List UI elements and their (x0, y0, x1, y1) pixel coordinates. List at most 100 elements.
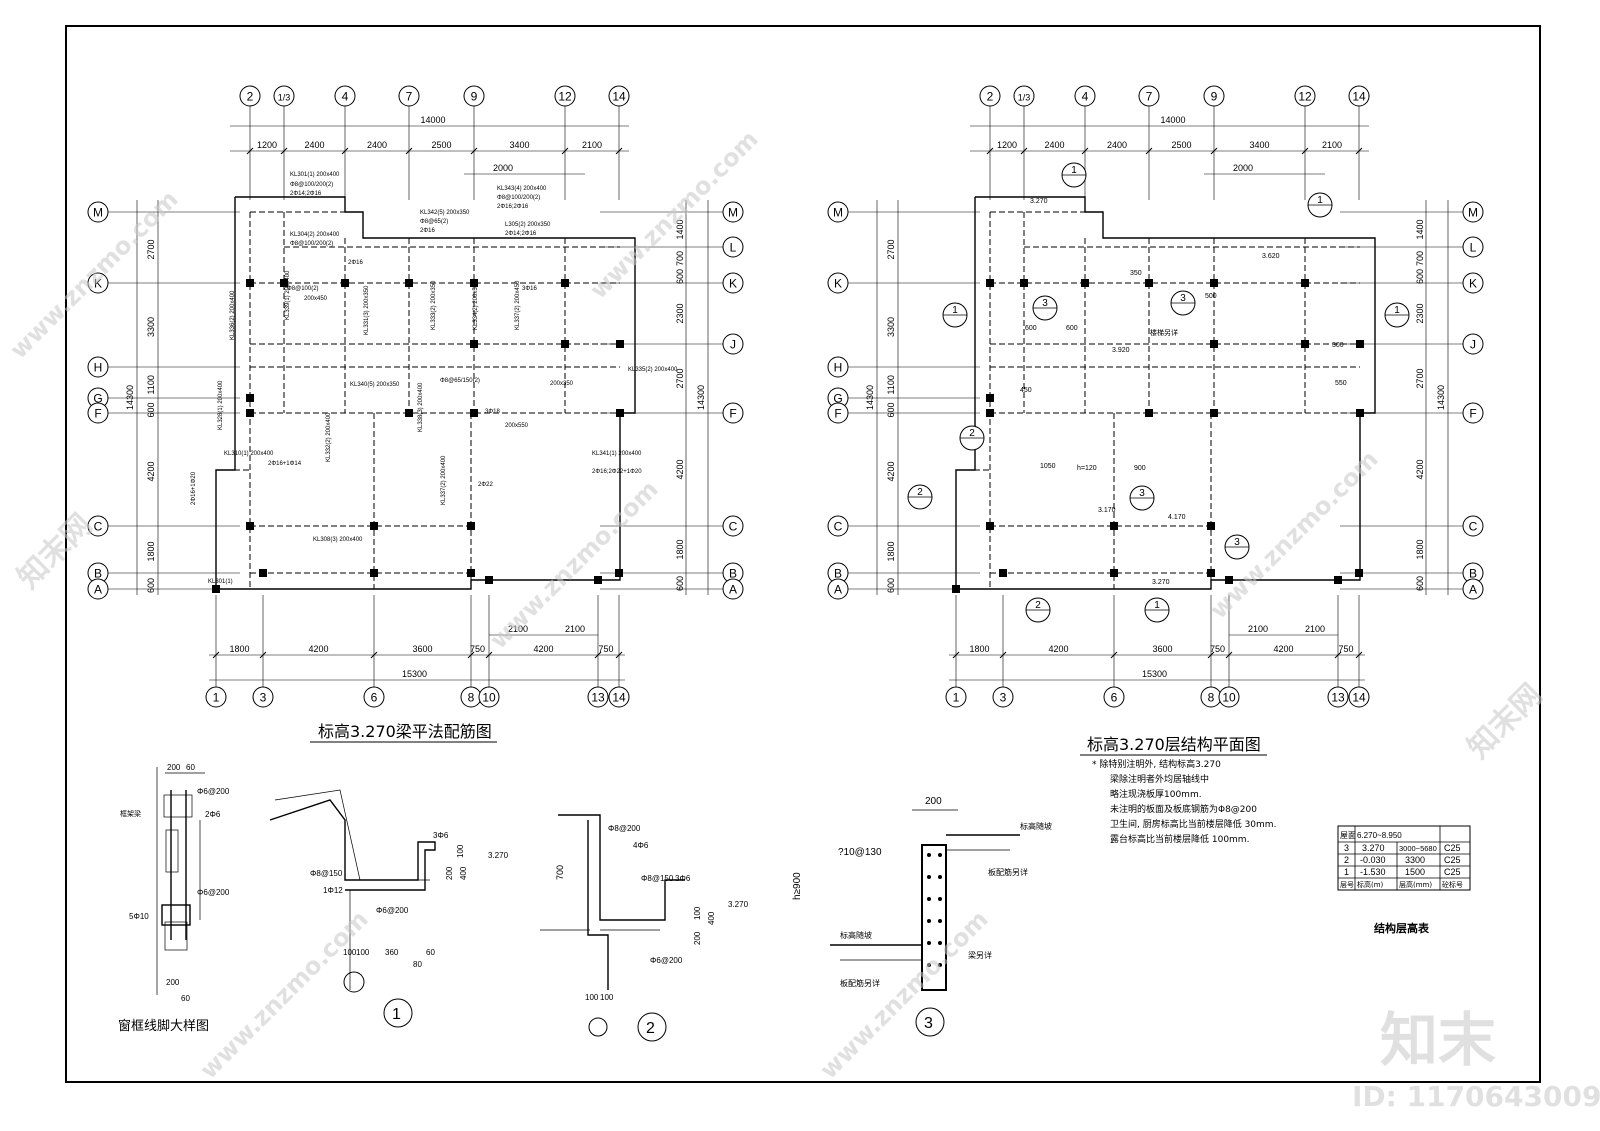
dim-value: 2300 (675, 303, 685, 323)
table-cell: 砼标号 (1442, 880, 1463, 889)
column (594, 576, 602, 584)
note-5: 卫生间, 厨房标高比当前楼层降低 30mm. (1110, 818, 1276, 830)
dim-value: 3300 (886, 317, 896, 337)
dim-value: 4200 (886, 461, 896, 481)
column (405, 279, 413, 287)
detail-label: 标高随坡 (1020, 821, 1052, 831)
column (1110, 569, 1118, 577)
axis-label: 4 (1082, 90, 1089, 104)
dim-value: 2300 (1415, 303, 1425, 323)
dim-tick (1110, 651, 1118, 659)
axis-label: 9 (471, 90, 478, 104)
dim-value: 600 (1415, 576, 1425, 591)
table-cell: -0.030 (1360, 855, 1386, 865)
dim-value: 700 (675, 251, 685, 266)
beam-annotation: 2Φ16 (420, 228, 435, 234)
level-table-title: 结构层高表 (1373, 921, 1430, 935)
dim-value: 600 (146, 578, 156, 593)
column (952, 585, 960, 593)
beam-annotation: KL331(3) 200x350 (364, 285, 370, 335)
column (485, 576, 493, 584)
detail-label: 5Φ10 (129, 912, 149, 921)
dim-tick (405, 147, 413, 155)
axis-label: A (1469, 583, 1477, 597)
detail-label: 200 (693, 931, 702, 945)
column (467, 569, 475, 577)
detail-label: 360 (385, 948, 399, 957)
plan-annotation: 900 (1134, 465, 1146, 472)
column (1210, 409, 1218, 417)
dim-value: 4200 (675, 459, 685, 479)
dim-value: 1800 (886, 541, 896, 561)
detail-label: Φ6@200 (197, 888, 230, 897)
section-mark-number: 1 (1317, 195, 1323, 206)
detail-label: 100 (356, 948, 370, 957)
dim-tick (1334, 651, 1342, 659)
dim-tick (370, 651, 378, 659)
column (1225, 576, 1233, 584)
detail-label: 400 (459, 866, 468, 880)
section-mark-number: 3 (1042, 298, 1048, 309)
rebar-dot (927, 875, 931, 879)
detail-label: 3.270 (488, 851, 509, 860)
column (561, 340, 569, 348)
dim-tick (246, 147, 254, 155)
column (986, 394, 994, 402)
plan-annotation: 450 (1020, 387, 1032, 394)
plan-annotation: 300 (1332, 342, 1344, 349)
beam-annotation: KL301(1) 200x400 (290, 172, 340, 178)
detail-label: Φ8@150 (641, 874, 674, 883)
detail-label: ?10@130 (838, 847, 882, 858)
section-mark-number: 2 (969, 428, 975, 439)
rebar-dot (938, 875, 942, 879)
dim-tick (594, 651, 602, 659)
dim-value: 600 (886, 578, 896, 593)
axis-label: K (94, 277, 102, 291)
dim-tick (615, 651, 623, 659)
section-mark-number: 2 (917, 487, 923, 498)
window-detail-title: 窗框线脚大样图 (118, 1018, 209, 1034)
detail-3-mark: 3 (924, 1015, 933, 1032)
column (259, 569, 267, 577)
column (1210, 279, 1218, 287)
detail-label: Φ6@200 (197, 787, 230, 796)
dim-tick (1081, 147, 1089, 155)
table-roof: 屋面 (1340, 831, 1356, 840)
axis-label: B (729, 567, 737, 581)
dim-value: 2100 (508, 624, 528, 634)
dim-tick (467, 651, 475, 659)
detail-label: 700 (555, 865, 565, 880)
axis-label: 1/3 (1018, 93, 1031, 103)
plan-annotation: h=120 (1077, 465, 1097, 472)
plan-annotation: 楼梯另详 (1150, 328, 1178, 337)
axis-label: 6 (1111, 691, 1118, 705)
axis-label: M (93, 206, 103, 220)
dim-value: 600 (886, 402, 896, 417)
dim-value: 2700 (146, 239, 156, 259)
watermark-logo: 知末 (1380, 1006, 1496, 1074)
beam-annotation: KL335(2) 200x400 (628, 367, 678, 373)
dim-value: 1200 (997, 140, 1017, 150)
axis-label: G (93, 392, 102, 406)
dim-tick (1020, 147, 1028, 155)
beam-annotation: Φ8@65(2) (420, 219, 448, 225)
beam-annotation: 2Φ14;2Φ16 (505, 231, 537, 237)
detail-label: h≥900 (792, 872, 803, 900)
dim-value: 2100 (1248, 624, 1268, 634)
column (1145, 409, 1153, 417)
detail-label: 板配筋另详 (840, 978, 880, 988)
detail-label: 60 (426, 948, 435, 957)
dim-value: 3400 (1250, 140, 1270, 150)
dim-value: 4200 (309, 644, 329, 654)
column (1207, 569, 1215, 577)
dim-value: 600 (675, 576, 685, 591)
plan-annotation: 600 (1025, 325, 1037, 332)
detail-label: 板配筋另详 (988, 867, 1028, 877)
axis-label: 1 (213, 691, 220, 705)
plan-annotation: 4.170 (1168, 514, 1186, 521)
axis-label: 14 (1352, 90, 1366, 104)
axis-label: 13 (591, 691, 605, 705)
beam-annotation: KL310(1) 200x400 (224, 451, 274, 457)
detail-label: 400 (707, 911, 716, 925)
